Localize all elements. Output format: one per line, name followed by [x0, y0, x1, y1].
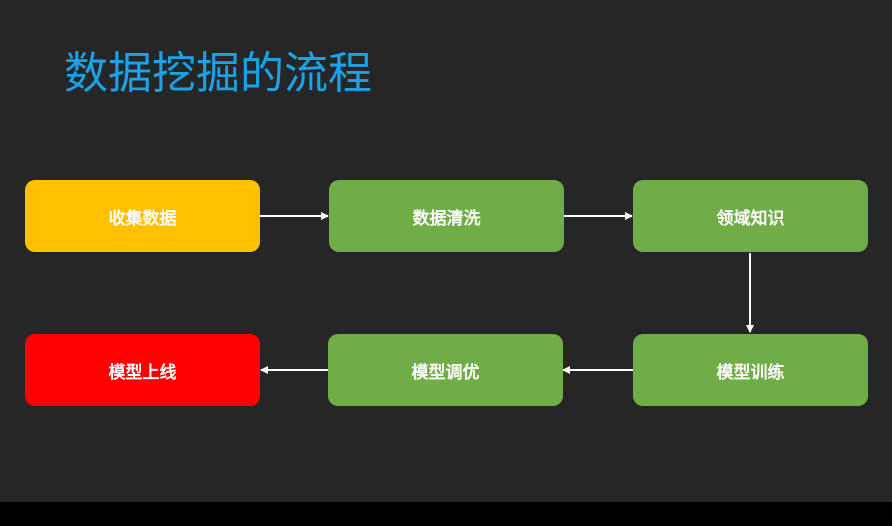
page-title: 数据挖掘的流程: [64, 48, 372, 99]
slide-canvas: 数据挖掘的流程 收集数据 数据清洗 领域知识 模型训练 模型调优 模型上线: [0, 0, 892, 502]
step-data-cleaning: 数据清洗: [329, 180, 564, 252]
step-model-training: 模型训练: [633, 334, 868, 406]
step-collect-data: 收集数据: [25, 180, 260, 252]
step-model-tuning: 模型调优: [328, 334, 563, 406]
step-model-deploy: 模型上线: [25, 334, 260, 406]
step-domain-knowledge: 领域知识: [633, 180, 868, 252]
flow-arrows: [260, 212, 754, 374]
